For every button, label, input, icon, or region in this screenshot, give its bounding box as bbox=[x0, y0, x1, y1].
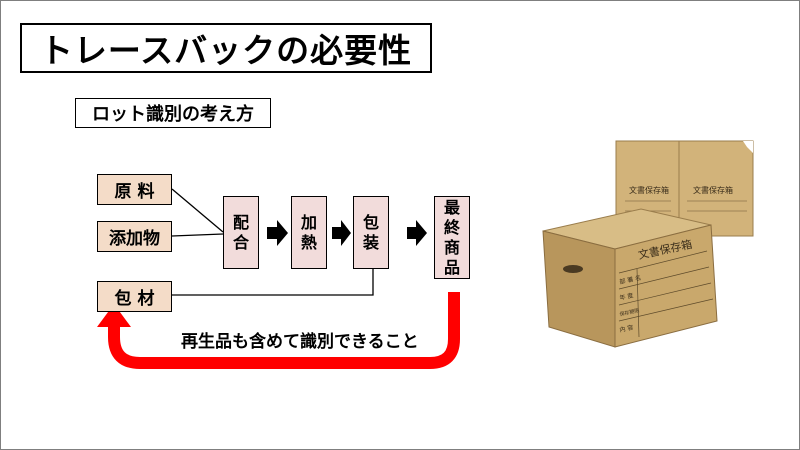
step-final-product: 最 終 商 品 bbox=[434, 196, 470, 279]
return-caption: 再生品も含めて識別できること bbox=[181, 332, 419, 352]
step-packing: 包 装 bbox=[353, 196, 389, 269]
connector-additive-to-mix bbox=[171, 233, 224, 237]
back-sheet-label-left: 文書保存箱 bbox=[629, 185, 669, 195]
document-box-image: 文書保存箱 文書保存箱 文書保存箱 部 署 名 年 度 保存期限 内 容 bbox=[542, 140, 754, 348]
section-subtitle: ロット識別の考え方 bbox=[75, 98, 271, 128]
box-row-content: 内 容 bbox=[619, 323, 634, 334]
box-row-period: 保存期限 bbox=[619, 307, 640, 318]
box-row-year: 年 度 bbox=[619, 291, 634, 302]
slide-title: トレースバックの必要性 bbox=[20, 23, 432, 73]
flow-arrow-pack-final bbox=[407, 220, 427, 246]
input-raw-material: 原 料 bbox=[97, 174, 172, 205]
step-mixing: 配 合 bbox=[223, 196, 259, 269]
back-sheet-label-right: 文書保存箱 bbox=[693, 185, 733, 195]
flow-arrow-mix-heat bbox=[267, 220, 288, 246]
input-additive: 添加物 bbox=[97, 221, 172, 252]
connector-packaging-to-pack bbox=[172, 269, 374, 296]
flow-arrow-heat-pack bbox=[332, 220, 351, 246]
input-packaging: 包 材 bbox=[97, 281, 172, 312]
step-heating: 加 熱 bbox=[291, 196, 327, 269]
connector-raw-to-mix bbox=[171, 188, 224, 233]
